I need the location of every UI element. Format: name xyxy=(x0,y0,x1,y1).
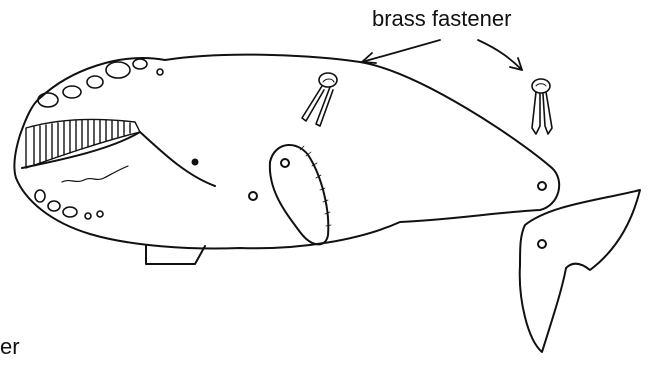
tail-fluke xyxy=(520,190,640,352)
tail-fastener-hole xyxy=(538,240,546,248)
pectoral-flipper xyxy=(270,145,328,244)
flipper-fastener-hole xyxy=(281,159,289,167)
eye xyxy=(193,160,198,165)
brass-fastener-loose xyxy=(532,79,552,134)
partial-label: er xyxy=(0,334,20,360)
brass-fastener-inserted xyxy=(302,73,337,126)
brass-fastener-label: brass fastener xyxy=(372,6,511,32)
whale-body-outline xyxy=(14,55,559,249)
baleen-plates xyxy=(26,120,140,168)
flipper-edge-hatching xyxy=(300,146,331,226)
body-fastener-hole-front xyxy=(249,192,257,200)
head-callosities xyxy=(35,59,163,219)
label-arrows xyxy=(362,40,522,70)
body-fastener-hole-tail xyxy=(538,182,546,190)
